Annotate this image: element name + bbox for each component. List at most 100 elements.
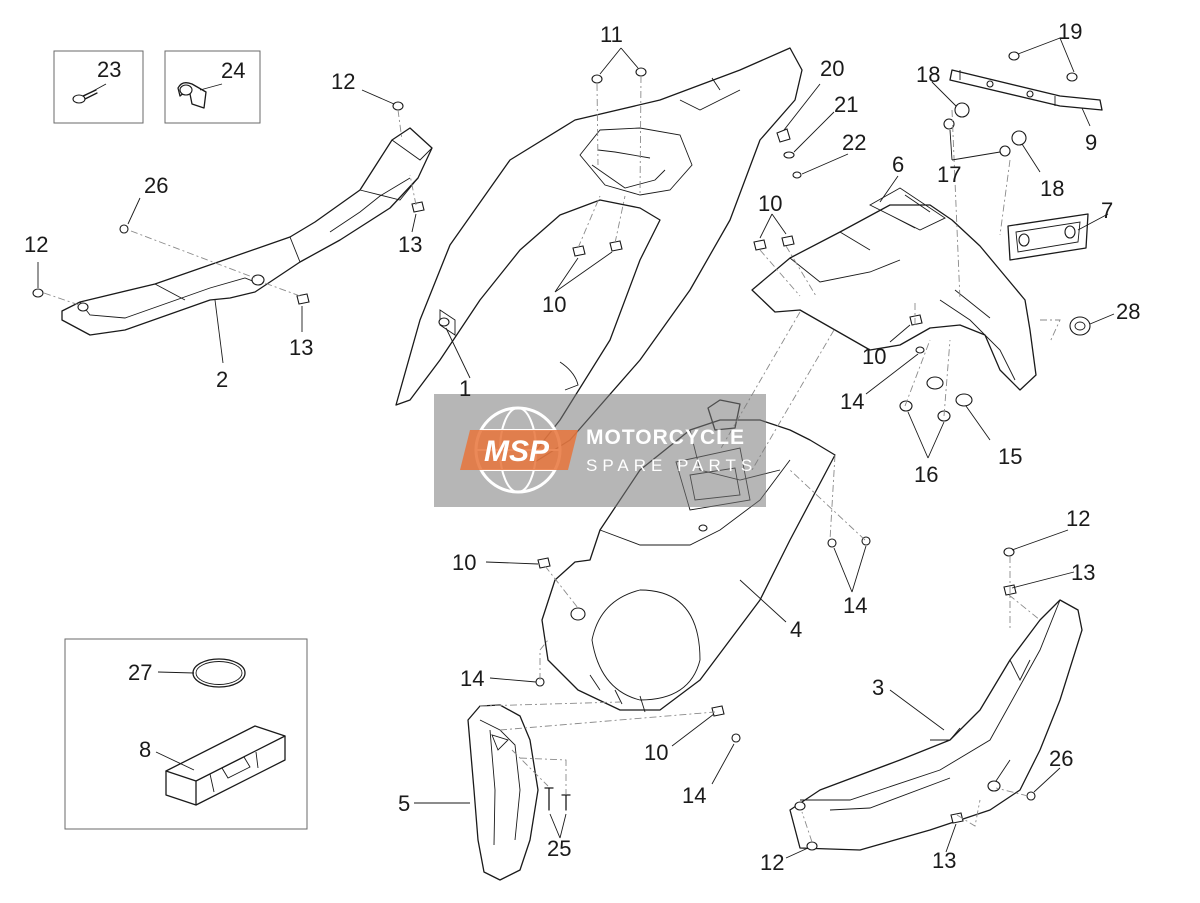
callout-1: 1 bbox=[459, 376, 471, 401]
callout-13-b: 13 bbox=[289, 335, 313, 360]
nut-icon bbox=[999, 145, 1011, 157]
callout-26-b: 26 bbox=[1049, 746, 1073, 771]
screw-icon bbox=[119, 224, 129, 234]
callout-27: 27 bbox=[128, 660, 152, 685]
screw-icon bbox=[561, 794, 571, 811]
part-23-box bbox=[53, 50, 144, 124]
screw-icon bbox=[32, 288, 44, 298]
tray-8 bbox=[165, 725, 286, 806]
clip-icon bbox=[572, 245, 586, 257]
washer-icon bbox=[955, 393, 973, 407]
clip-icon bbox=[950, 812, 964, 824]
license-holder-6 bbox=[751, 187, 1037, 391]
fasteners bbox=[32, 51, 1078, 851]
nut-icon bbox=[943, 118, 955, 130]
nut-icon bbox=[899, 400, 913, 412]
callout-23: 23 bbox=[97, 57, 121, 82]
callout-22: 22 bbox=[842, 130, 866, 155]
callout-4: 4 bbox=[790, 617, 802, 642]
part-24-box bbox=[164, 50, 261, 124]
callout-26-a: 26 bbox=[144, 173, 168, 198]
washer-icon bbox=[926, 376, 944, 390]
screw-icon bbox=[544, 787, 554, 811]
callout-15: 15 bbox=[998, 444, 1022, 469]
clip-icon bbox=[753, 239, 767, 251]
callout-16: 16 bbox=[914, 462, 938, 487]
washer-icon bbox=[1011, 130, 1027, 146]
clip-icon bbox=[296, 293, 310, 305]
screw-icon bbox=[392, 101, 404, 111]
clamp-24-icon bbox=[177, 82, 207, 109]
callout-6: 6 bbox=[892, 152, 904, 177]
callouts: 1 2 3 4 5 6 7 8 9 10 10 10 10 10 11 12 1… bbox=[24, 19, 1140, 875]
screw-icon bbox=[806, 841, 818, 851]
callout-3: 3 bbox=[872, 675, 884, 700]
callout-14-c: 14 bbox=[460, 666, 484, 691]
clip-icon bbox=[909, 314, 923, 326]
watermark-logo: MSP bbox=[484, 435, 550, 468]
reflector-7 bbox=[1007, 213, 1089, 261]
callout-25: 25 bbox=[547, 836, 571, 861]
hugger-5 bbox=[467, 704, 539, 881]
callout-10-c: 10 bbox=[862, 344, 886, 369]
callout-18-b: 18 bbox=[1040, 176, 1064, 201]
callout-10-b: 10 bbox=[758, 191, 782, 216]
screw-icon bbox=[635, 67, 647, 77]
screw-icon bbox=[591, 74, 603, 84]
callout-28: 28 bbox=[1116, 299, 1140, 324]
o-ring-27 bbox=[192, 658, 246, 688]
callout-12-a: 12 bbox=[331, 69, 355, 94]
screw-icon bbox=[1003, 547, 1015, 557]
callout-5: 5 bbox=[398, 791, 410, 816]
watermark-line2: SPARE PARTS bbox=[586, 456, 757, 475]
callout-10-e: 10 bbox=[644, 740, 668, 765]
screw-icon bbox=[792, 171, 802, 179]
clip-icon bbox=[609, 240, 623, 252]
bracket-9 bbox=[949, 69, 1103, 111]
callout-21: 21 bbox=[834, 92, 858, 117]
callout-8: 8 bbox=[139, 737, 151, 762]
callout-24: 24 bbox=[221, 58, 245, 83]
assembly-lines bbox=[43, 75, 1061, 843]
kit-box bbox=[64, 638, 308, 830]
callout-14-b: 14 bbox=[843, 593, 867, 618]
callout-17: 17 bbox=[937, 162, 961, 187]
callout-9: 9 bbox=[1085, 130, 1097, 155]
screw-icon bbox=[827, 538, 837, 548]
left-side-panel-2 bbox=[61, 127, 433, 336]
watermark: MSP MOTORCYCLE SPARE PARTS bbox=[434, 394, 766, 507]
callout-2: 2 bbox=[216, 367, 228, 392]
clip-icon bbox=[411, 201, 425, 213]
clip-icon bbox=[776, 128, 791, 143]
clip-icon bbox=[537, 557, 551, 569]
clip-icon bbox=[781, 235, 795, 247]
callout-11: 11 bbox=[600, 22, 623, 47]
screw-icon bbox=[1008, 51, 1020, 61]
callout-14-d: 14 bbox=[682, 783, 706, 808]
screw-icon bbox=[731, 733, 741, 743]
right-side-panel-3 bbox=[789, 599, 1083, 851]
watermark-line1: MOTORCYCLE bbox=[586, 426, 745, 449]
logo-badge bbox=[460, 430, 578, 470]
callout-10-a: 10 bbox=[542, 292, 566, 317]
callout-13-a: 13 bbox=[398, 232, 422, 257]
washer-icon bbox=[783, 151, 795, 159]
callout-18-a: 18 bbox=[916, 62, 940, 87]
callout-20: 20 bbox=[820, 56, 844, 81]
callout-13-c: 13 bbox=[1071, 560, 1095, 585]
leader-lines bbox=[37, 37, 1115, 859]
callout-7: 7 bbox=[1101, 198, 1113, 223]
callout-12-b: 12 bbox=[24, 232, 48, 257]
callout-10-d: 10 bbox=[452, 550, 476, 575]
screw-icon bbox=[1026, 791, 1036, 801]
screw-icon bbox=[1066, 72, 1078, 82]
callout-14-a: 14 bbox=[840, 389, 864, 414]
callout-12-c: 12 bbox=[1066, 506, 1090, 531]
callout-13-d: 13 bbox=[932, 848, 956, 873]
clip-icon bbox=[711, 705, 725, 717]
washer-icon bbox=[954, 102, 970, 118]
screw-23-icon bbox=[72, 89, 98, 104]
grommet-28-icon bbox=[1069, 316, 1091, 336]
screw-icon bbox=[915, 346, 925, 354]
